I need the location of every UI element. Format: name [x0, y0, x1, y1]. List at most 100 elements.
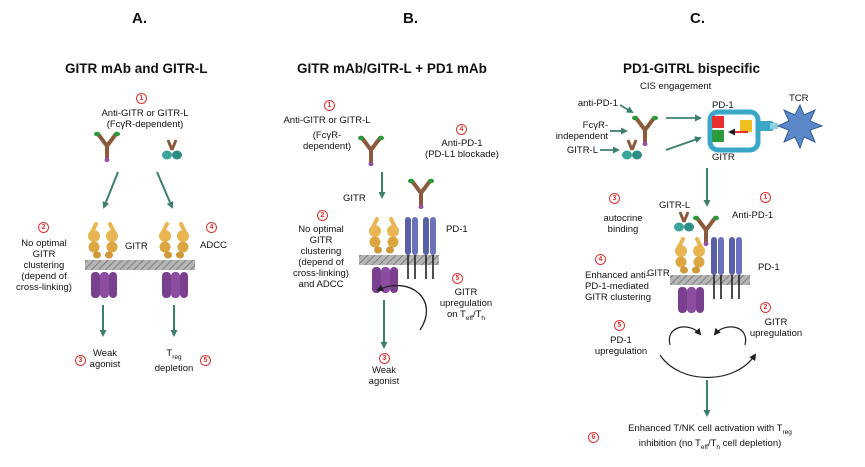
step-number-b4: 4 — [456, 124, 467, 135]
up-b-line-1: GITR — [454, 287, 478, 298]
weak-b-line-1: Weak — [371, 365, 397, 376]
no-optimal-b-2: GITR — [309, 235, 333, 246]
fcyr-line-1: FcγR- — [582, 120, 608, 131]
antipd1-b-line-1: Anti-PD-1 — [441, 138, 483, 149]
panel-a-gitr-label: GITR — [125, 241, 148, 252]
weak-line-1: Weak — [92, 348, 118, 359]
panel-a-treg-depletion: Treg depletion — [152, 348, 196, 374]
weak-b-line-2: agonist — [368, 376, 400, 387]
panel-b-gitr-label: GITR — [343, 193, 366, 204]
gitrl-mid-label: GITR-L — [659, 200, 691, 211]
enh-line-1: Enhanced anti- — [585, 270, 649, 281]
step-number-b5: 5 — [452, 273, 463, 284]
pd1-receptor-b2 — [422, 216, 437, 280]
tcr-label: TCR — [789, 93, 809, 104]
panel-a-adcc-label: ADCC — [200, 240, 227, 251]
pd1-receptor-b1 — [404, 216, 419, 280]
agent-b-line-3: dependent) — [302, 141, 352, 152]
panel-b-title: GITR mAb/GITR-L + PD1 mAb — [297, 61, 487, 76]
step-number-c3: 3 — [609, 193, 620, 204]
arrow-a-left — [102, 171, 119, 209]
final-line-2-eff: eff — [700, 443, 708, 451]
panel-b-letter: B. — [403, 10, 418, 27]
no-optimal-line-1: No optimal — [21, 238, 67, 249]
anti-pd1-mid-label: Anti-PD-1 — [732, 210, 774, 221]
panel-b-upregulation-label: GITR upregulation on Teff/Th — [430, 287, 502, 324]
up-b-line-2: upregulation — [439, 298, 493, 309]
panel-a-letter: A. — [132, 10, 147, 27]
panel-a-agent-label: Anti-GITR or GITR-L (FcγR-dependent) — [85, 108, 205, 130]
pd1-top-label: PD-1 — [712, 100, 734, 111]
pd1-upregulation-label: PD-1 upregulation — [590, 335, 652, 357]
step-number-c6: 6 — [588, 432, 599, 443]
panel-c-title: PD1-GITRL bispecific — [623, 61, 761, 76]
step-number-c1: 1 — [760, 192, 771, 203]
gitr-top-label: GITR — [712, 152, 735, 163]
pd1-receptor-c1 — [710, 236, 725, 300]
fcyr-line-2: independent — [555, 131, 608, 142]
no-optimal-b-4: (depend of — [298, 257, 344, 268]
final-line-2b: /T — [707, 437, 717, 449]
pup-line-1: PD-1 — [610, 335, 632, 346]
panel-b-no-optimal-label: No optimal GITR clustering (depend of cr… — [286, 224, 356, 290]
no-optimal-b-1: No optimal — [298, 224, 344, 235]
pd1-mid-label: PD-1 — [758, 262, 780, 273]
no-optimal-line-2: GITR — [32, 249, 56, 260]
gup-line-2: upregulation — [749, 328, 803, 339]
final-line-2c: cell depletion) — [720, 437, 782, 449]
fcyr-independent-label: FcγR- independent — [548, 120, 608, 142]
gitrl-mid-icon — [672, 210, 696, 233]
enh-line-2: PD-1-mediated — [585, 281, 649, 292]
membrane-c — [670, 275, 750, 285]
panel-a-title: GITR mAb and GITR-L — [65, 61, 208, 76]
final-line-1-sub: reg — [782, 428, 792, 436]
step-number-a4: 4 — [206, 222, 217, 233]
arrow-a-right — [156, 171, 174, 209]
no-optimal-b-6: and ADCC — [298, 279, 344, 290]
panel-c-letter: C. — [690, 10, 705, 27]
feedback-arrow-b — [376, 284, 427, 331]
step-number-a1: 1 — [136, 93, 147, 104]
weak-line-2: agonist — [89, 359, 121, 370]
step-number-c4: 4 — [595, 254, 606, 265]
anti-pd1-antibody-b-icon — [406, 176, 436, 211]
panel-b-agent-label: Anti-GITR or GITR-L (FcγR- dependent) — [267, 115, 387, 152]
up-b-slash: /T — [472, 309, 482, 320]
panel-a-weak-agonist: Weak agonist — [88, 348, 122, 370]
anti-pd1-label: anti-PD-1 — [577, 98, 618, 109]
pd1-receptor-c2 — [728, 236, 743, 300]
step-number-c2: 2 — [760, 302, 771, 313]
agent-line-2: (FcγR-dependent) — [106, 119, 184, 130]
membrane-a — [85, 260, 195, 270]
panel-b-pd1-label: PD-1 — [446, 224, 468, 235]
step-number-c5: 5 — [614, 320, 625, 331]
step-number-b3: 3 — [379, 353, 390, 364]
no-optimal-line-4: (depend of — [21, 271, 67, 282]
agent-line-1: Anti-GITR or GITR-L — [101, 108, 189, 119]
gitr-upregulation-label: GITR upregulation — [740, 317, 812, 339]
loop-arrow-c1 — [668, 326, 702, 346]
cis-engagement-complex — [707, 103, 824, 153]
up-b-h: h — [481, 314, 486, 322]
gitr-mid-label: GITR — [647, 268, 670, 279]
gitr-ligand-icon — [160, 138, 184, 161]
step-number-a3: 3 — [75, 355, 86, 366]
depletion-text: depletion — [154, 362, 194, 374]
loop-arrow-c3 — [659, 353, 757, 379]
pup-line-2: upregulation — [594, 346, 648, 357]
panel-b-antipd1-label: Anti-PD-1 (PD-L1 blockade) — [412, 138, 512, 160]
enh-line-3: GITR clustering — [585, 292, 651, 303]
membrane-b — [359, 255, 439, 265]
gitrl-top-label: GITR-L — [566, 145, 598, 156]
step-number-a2: 2 — [38, 222, 49, 233]
treg-sub: reg — [172, 353, 182, 361]
agent-b-line-2: (FcγR- — [312, 130, 342, 141]
step-number-a5: 5 — [200, 355, 211, 366]
no-optimal-b-5: cross-linking) — [293, 268, 349, 279]
final-line-2-h: h — [716, 443, 721, 451]
anti-gitr-antibody-icon — [92, 129, 122, 164]
no-optimal-line-3: clustering — [23, 260, 65, 271]
enhanced-clustering-label: Enhanced anti- PD-1-mediated GITR cluste… — [585, 270, 651, 303]
loop-arrow-c2 — [713, 326, 747, 346]
